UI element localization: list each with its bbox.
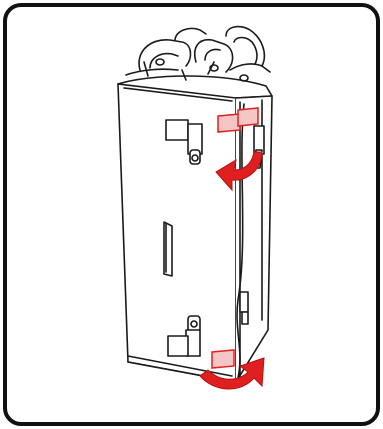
buckle-icon (166, 120, 188, 140)
strap-tab-icon (218, 114, 240, 132)
